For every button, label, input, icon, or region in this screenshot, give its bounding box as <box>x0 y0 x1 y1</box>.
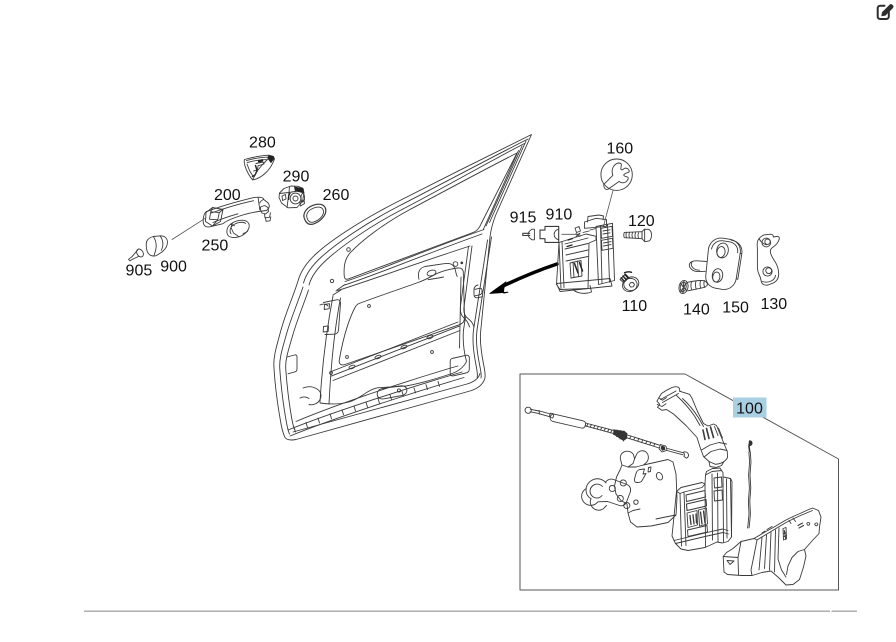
svg-text:100: 100 <box>736 401 763 418</box>
svg-text:150: 150 <box>722 299 749 316</box>
svg-text:250: 250 <box>202 238 229 255</box>
svg-text:160: 160 <box>606 140 633 157</box>
svg-text:130: 130 <box>760 296 787 313</box>
svg-text:910: 910 <box>546 207 573 224</box>
svg-text:290: 290 <box>283 169 310 186</box>
svg-text:110: 110 <box>622 298 648 315</box>
svg-text:905: 905 <box>126 263 153 280</box>
svg-text:140: 140 <box>683 301 710 318</box>
svg-text:900: 900 <box>160 259 187 276</box>
svg-text:200: 200 <box>214 187 241 204</box>
svg-text:120: 120 <box>628 213 655 230</box>
svg-text:915: 915 <box>510 210 537 227</box>
svg-text:280: 280 <box>249 135 276 152</box>
svg-text:260: 260 <box>323 187 350 204</box>
